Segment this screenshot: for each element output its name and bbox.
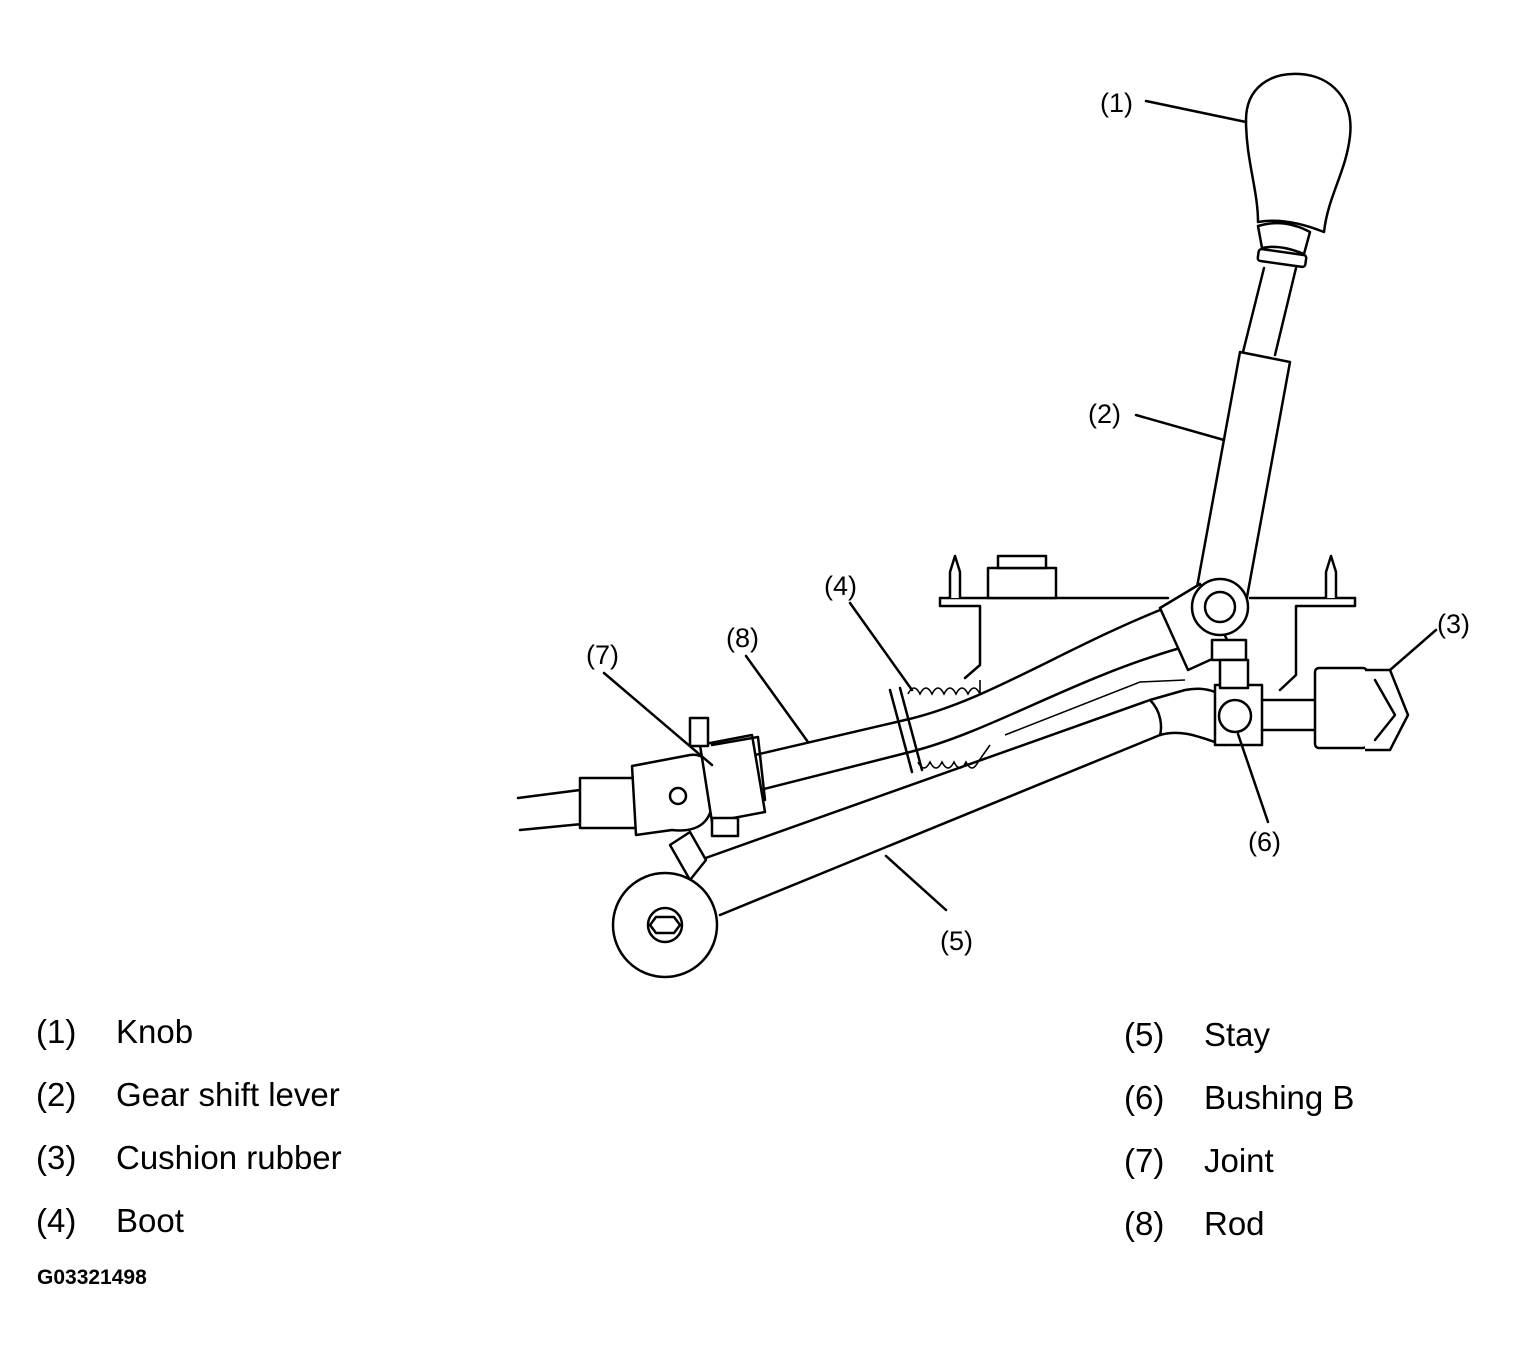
legend-item: (2) Gear shift lever bbox=[36, 1063, 342, 1126]
legend-item: (5) Stay bbox=[1124, 1003, 1354, 1066]
boot bbox=[888, 680, 991, 774]
legend-item: (7) Joint bbox=[1124, 1129, 1354, 1192]
legend-item: (1) Knob bbox=[36, 1000, 342, 1063]
callout-8: (8) bbox=[726, 623, 759, 653]
callout-7: (7) bbox=[586, 640, 619, 670]
mounting-bracket bbox=[938, 554, 1357, 692]
legend-number: (7) bbox=[1124, 1142, 1165, 1179]
callout-6: (6) bbox=[1248, 827, 1281, 857]
legend-item: (6) Bushing B bbox=[1124, 1066, 1354, 1129]
legend-label: Bushing B bbox=[1204, 1079, 1355, 1116]
callout-4: (4) bbox=[824, 571, 857, 601]
callout-2: (2) bbox=[1088, 399, 1121, 429]
stay bbox=[698, 679, 1242, 917]
legend-item: (3) Cushion rubber bbox=[36, 1126, 342, 1189]
callout-3: (3) bbox=[1437, 609, 1470, 639]
legend-number: (6) bbox=[1124, 1079, 1165, 1116]
legend-item: (8) Rod bbox=[1124, 1192, 1354, 1255]
legend-label: Gear shift lever bbox=[116, 1076, 340, 1113]
knob bbox=[1244, 72, 1352, 234]
legend-label: Stay bbox=[1204, 1016, 1271, 1053]
legend-label: Boot bbox=[116, 1202, 184, 1239]
legend-number: (3) bbox=[36, 1139, 77, 1176]
stay-pivot-wheel bbox=[611, 830, 719, 979]
legend-label: Joint bbox=[1204, 1142, 1274, 1179]
gear-shift-assembly-diagram: (1) (2) (3) (4) (7) (8) (6) (5) bbox=[516, 72, 1470, 979]
legend-number: (4) bbox=[36, 1202, 77, 1239]
bushing-b bbox=[1213, 658, 1322, 747]
cushion-rubber bbox=[1313, 666, 1410, 752]
legend-label: Rod bbox=[1204, 1205, 1265, 1242]
legend-label: Cushion rubber bbox=[116, 1139, 342, 1176]
legend-item: (4) Boot bbox=[36, 1189, 342, 1252]
legend-label: Knob bbox=[116, 1013, 194, 1050]
callout-1: (1) bbox=[1100, 88, 1133, 118]
figure-code: G03321498 bbox=[37, 1266, 147, 1289]
joint bbox=[516, 716, 767, 838]
legend-right: (5) Stay (6) Bushing B (7) Joint (8) Rod bbox=[1124, 1003, 1354, 1255]
leader-lines bbox=[602, 99, 1438, 912]
legend-number: (8) bbox=[1124, 1205, 1165, 1242]
rod bbox=[753, 577, 1250, 792]
callout-5: (5) bbox=[940, 926, 973, 956]
legend-number: (2) bbox=[36, 1076, 77, 1113]
gear-shift-lever bbox=[1193, 221, 1312, 610]
legend-number: (5) bbox=[1124, 1016, 1165, 1053]
legend-number: (1) bbox=[36, 1013, 77, 1050]
legend-left: (1) Knob (2) Gear shift lever (3) Cushion r… bbox=[36, 1000, 342, 1252]
